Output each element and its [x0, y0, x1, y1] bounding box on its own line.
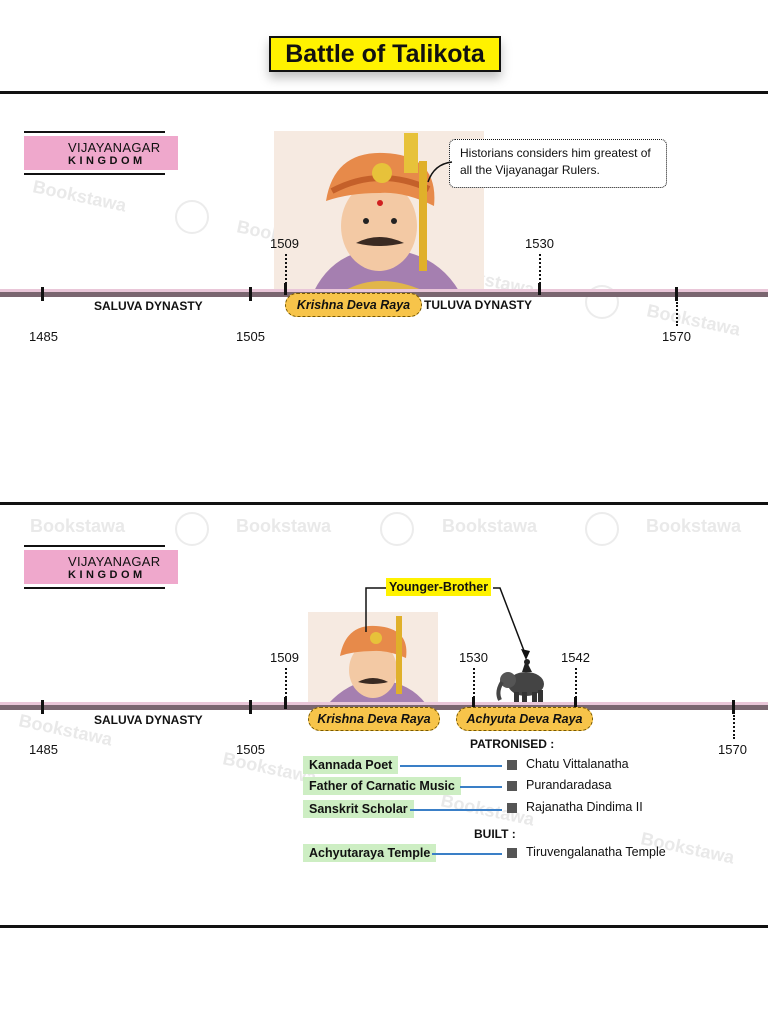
- saluva-dynasty-label: SALUVA DYNASTY: [94, 299, 203, 313]
- watermark-text: Bookstawa: [30, 516, 126, 536]
- krishna-deva-raya-portrait-small: [308, 612, 438, 704]
- patron-name: Rajanatha Dindima II: [526, 800, 643, 814]
- bullet-square-icon: [507, 760, 517, 770]
- watermark-logo-icon: [175, 512, 209, 546]
- younger-brother-label: Younger-Brother: [386, 578, 492, 596]
- year-1509: 1509: [270, 236, 299, 251]
- callout-pointer: [427, 161, 453, 183]
- tick-1570: [732, 700, 735, 714]
- watermark-text: Bookstawa: [439, 790, 537, 830]
- year-1570: 1570: [718, 742, 747, 757]
- year-1485: 1485: [29, 329, 58, 344]
- year-1530: 1530: [459, 650, 488, 665]
- tick-1485: [41, 700, 44, 714]
- bottom-divider: [0, 925, 768, 928]
- kingdom-line1: VIJAYANAGAR: [68, 553, 161, 569]
- patronised-label: PATRONISED :: [470, 737, 555, 751]
- tick-1485: [41, 287, 44, 301]
- historians-callout: Historians considers him greatest of all…: [449, 139, 667, 188]
- watermark-logo-icon: [585, 285, 619, 319]
- tick-1570: [675, 287, 678, 301]
- bullet-square-icon: [507, 781, 517, 791]
- tick-1509: [284, 283, 287, 295]
- year-1509: 1509: [270, 650, 299, 665]
- patron-name: Purandaradasa: [526, 778, 612, 792]
- watermark-text: Bookstawa: [646, 516, 742, 536]
- bullet-square-icon: [507, 848, 517, 858]
- patron-name: Chatu Vittalanatha: [526, 757, 629, 771]
- year-1542: 1542: [561, 650, 590, 665]
- watermark-text: Bookstawa: [236, 516, 332, 536]
- year-1570: 1570: [662, 329, 691, 344]
- built-name: Tiruvengalanatha Temple: [526, 845, 666, 859]
- king-krishna-deva-raya: Krishna Deva Raya: [308, 707, 440, 731]
- kingdom-line1: VIJAYANAGAR: [68, 139, 161, 155]
- kingdom-label: VIJAYANAGAR KINGDOM: [24, 545, 178, 589]
- tick-1505: [249, 700, 252, 714]
- page-title: Battle of Talikota: [269, 36, 501, 72]
- kingdom-line2: KINGDOM: [68, 568, 146, 581]
- tick-1542: [574, 697, 577, 709]
- bullet-square-icon: [507, 803, 517, 813]
- watermark-text: Bookstawa: [31, 176, 129, 216]
- middle-divider: [0, 502, 768, 505]
- younger-brother-connector: [365, 587, 530, 660]
- watermark-text: Bookstawa: [442, 516, 538, 536]
- king-achyuta-deva-raya: Achyuta Deva Raya: [456, 707, 593, 731]
- tick-1530: [472, 697, 475, 709]
- role-sanskrit-scholar: Sanskrit Scholar: [303, 800, 414, 818]
- year-1530: 1530: [525, 236, 554, 251]
- saluva-dynasty-label: SALUVA DYNASTY: [94, 713, 203, 727]
- year-1505: 1505: [236, 742, 265, 757]
- tick-1505: [249, 287, 252, 301]
- role-kannada-poet: Kannada Poet: [303, 756, 399, 774]
- role-achyutaraya-temple: Achyutaraya Temple: [303, 844, 437, 862]
- watermark-text: Bookstawa: [645, 300, 743, 340]
- kingdom-line2: KINGDOM: [68, 154, 146, 167]
- watermark-logo-icon: [380, 512, 414, 546]
- kingdom-label: VIJAYANAGAR KINGDOM: [24, 131, 178, 175]
- year-1485: 1485: [29, 742, 58, 757]
- tick-1530: [538, 283, 541, 295]
- year-1505: 1505: [236, 329, 265, 344]
- role-father-carnatic-music: Father of Carnatic Music: [303, 777, 461, 795]
- king-krishna-deva-raya: Krishna Deva Raya: [285, 293, 422, 317]
- tuluva-dynasty-label: TULUVA DYNASTY: [424, 298, 532, 312]
- watermark-logo-icon: [175, 200, 209, 234]
- tick-1509: [284, 697, 287, 709]
- top-divider: [0, 91, 768, 94]
- watermark-logo-icon: [585, 512, 619, 546]
- elephant-rider-icon: [496, 659, 544, 703]
- built-label: BUILT :: [474, 827, 516, 841]
- krishna-deva-raya-portrait: [274, 131, 484, 291]
